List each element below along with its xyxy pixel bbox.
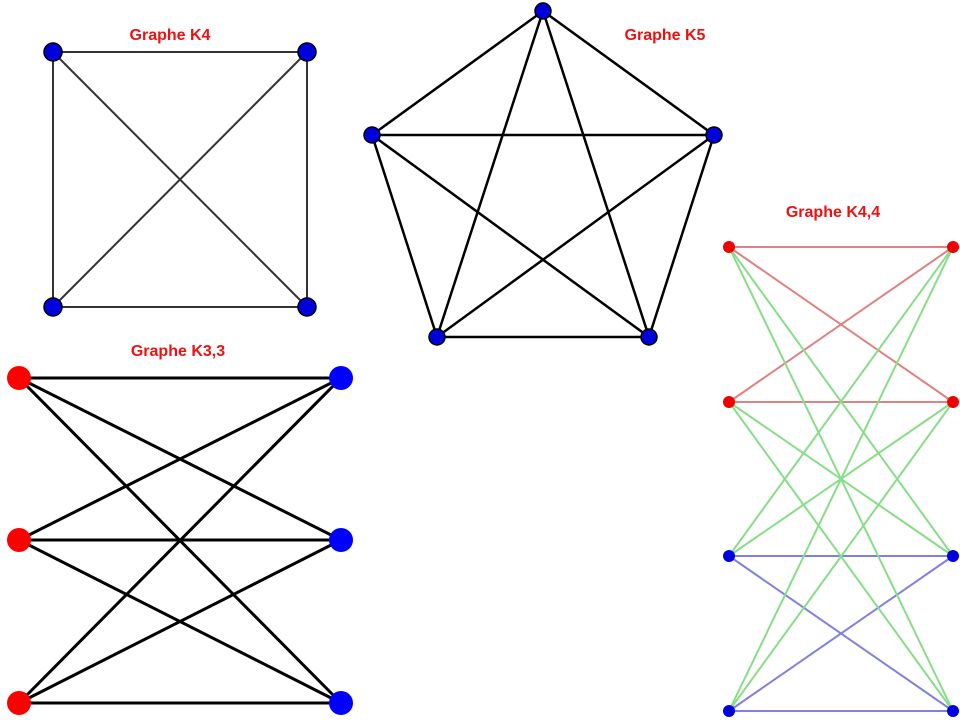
edge-k5-p1-p4 <box>435 9 545 339</box>
edge-k5-p2-p3 <box>647 133 716 339</box>
edges-k33 <box>17 376 343 705</box>
edge-k44-l3-r1 <box>728 246 954 557</box>
vertices-k44 <box>723 241 959 717</box>
edge-k44-l4-r1 <box>728 246 954 712</box>
edge-k5-p2-p4 <box>435 133 716 339</box>
vertex-k4-a <box>43 42 63 62</box>
edge-k5-p4-p5 <box>370 133 439 339</box>
vertex-k44-l3 <box>723 550 735 562</box>
vertex-k5-p2 <box>705 126 723 144</box>
edges-layer <box>17 9 954 712</box>
title-k5: Graphe K5 <box>625 27 706 44</box>
title-k4: Graphe K4 <box>130 27 211 44</box>
edge-k33-r3-b1 <box>17 376 343 705</box>
edge-k5-p1-p3 <box>541 9 651 339</box>
vertex-k5-p4 <box>428 328 446 346</box>
vertex-k44-r3 <box>947 550 959 562</box>
vertex-k33-r1 <box>7 366 31 390</box>
vertex-k4-b <box>297 42 317 62</box>
edge-k4-b-d <box>52 51 308 308</box>
titles-layer: Graphe K4 Graphe K5 Graphe K3,3 Graphe K… <box>130 27 881 360</box>
vertices-k4 <box>43 42 317 317</box>
edge-k5-p1-p5 <box>370 9 545 137</box>
vertex-k5-p1 <box>534 2 552 20</box>
edges-k5 <box>370 9 716 339</box>
vertex-k33-b1 <box>329 366 353 390</box>
vertex-k5-p3 <box>640 328 658 346</box>
vertices-k33 <box>7 366 353 715</box>
vertex-k33-r3 <box>7 691 31 715</box>
edge-k44-l2-r1 <box>728 246 954 403</box>
edge-k5-p1-p2 <box>541 9 716 137</box>
vertex-k44-l1 <box>723 241 735 253</box>
vertex-k44-l4 <box>723 705 735 717</box>
edges-k44 <box>728 246 954 712</box>
edge-k33-r3-b2 <box>17 538 343 705</box>
vertex-k44-r4 <box>947 705 959 717</box>
vertex-k33-b2 <box>329 528 353 552</box>
title-k33: Graphe K3,3 <box>131 343 225 360</box>
vertex-k33-r2 <box>7 528 31 552</box>
edge-k44-l4-r3 <box>728 555 954 712</box>
title-k44: Graphe K4,4 <box>786 204 880 221</box>
vertex-k44-r2 <box>947 396 959 408</box>
vertex-k4-c <box>297 297 317 317</box>
vertices-layer <box>7 2 959 717</box>
vertices-k5 <box>363 2 723 346</box>
edges-k4 <box>52 51 308 308</box>
vertex-k33-b3 <box>329 691 353 715</box>
edge-k33-r2-b1 <box>17 376 343 542</box>
vertex-k4-d <box>43 297 63 317</box>
vertex-k44-l2 <box>723 396 735 408</box>
vertex-k5-p5 <box>363 126 381 144</box>
edge-k44-l4-r2 <box>728 401 954 712</box>
edge-k5-p3-p5 <box>370 133 651 339</box>
vertex-k44-r1 <box>947 241 959 253</box>
